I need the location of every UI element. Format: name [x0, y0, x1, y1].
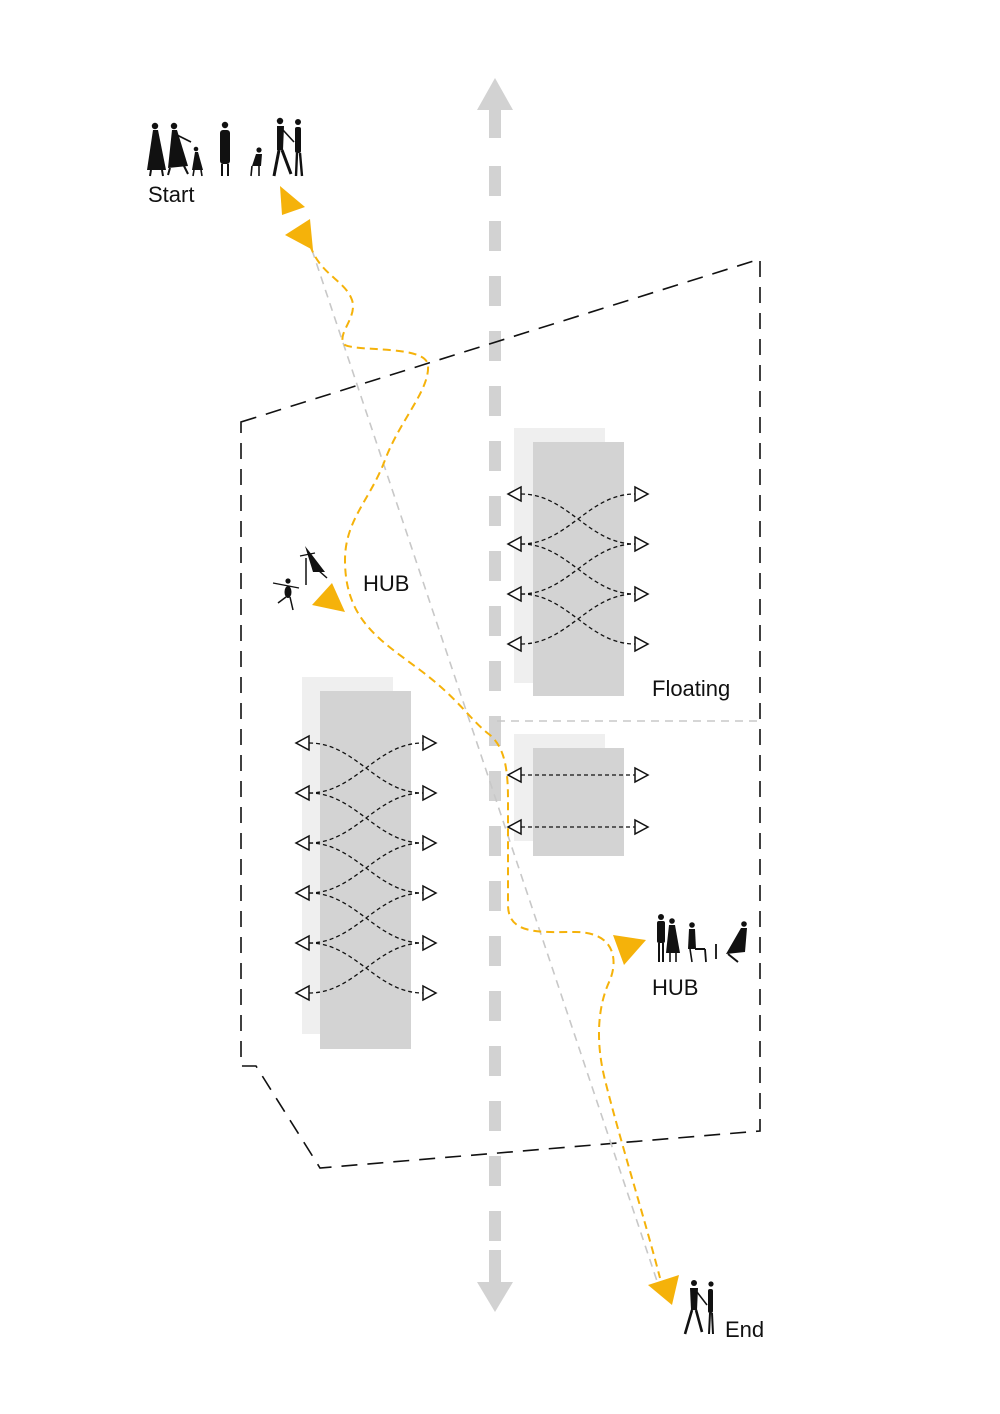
crossing-flow — [520, 493, 636, 545]
arrow-right-icon — [422, 834, 438, 852]
block-upper-right — [514, 428, 624, 696]
hub-lower-triangle-icon — [613, 935, 646, 965]
block-lower-right — [514, 734, 624, 856]
end-triangle-icon — [648, 1275, 679, 1305]
crossing-flow — [308, 942, 424, 994]
playing-children-icon — [272, 546, 328, 611]
path-markers — [280, 186, 679, 1305]
sightline — [311, 249, 661, 1291]
start-triangle-up-icon — [280, 186, 305, 215]
arrow-right-icon — [422, 884, 438, 902]
label-floating: Floating — [652, 676, 731, 701]
label-hub-upper: HUB — [363, 571, 410, 596]
crossing-flow — [308, 792, 424, 844]
arrow-right-icon — [422, 784, 438, 802]
arrow-right-icon — [422, 984, 438, 1002]
arrow-right-icon — [634, 485, 650, 503]
arrow-right-icon — [634, 818, 650, 836]
crossing-flow — [308, 842, 424, 894]
crossing-flow — [308, 892, 424, 944]
hub-upper-triangle-icon — [312, 583, 345, 612]
arrow-right-icon — [634, 585, 650, 603]
axis-arrowhead-bottom-icon — [477, 1282, 513, 1312]
visitor-path — [309, 244, 661, 1279]
site-boundary — [240, 257, 761, 1169]
block-left — [302, 677, 411, 1049]
people-group-icon — [147, 117, 304, 177]
arrow-right-icon — [422, 734, 438, 752]
people-resting-icon — [657, 914, 747, 963]
block-upper-right-flows — [506, 485, 650, 653]
block-lower-right-flows — [506, 766, 650, 836]
crossing-flow — [520, 543, 636, 595]
label-start: Start — [148, 182, 195, 207]
central-axis — [477, 78, 513, 1312]
start-triangle-down-icon — [285, 219, 313, 250]
label-end: End — [725, 1317, 765, 1342]
crossing-flow — [520, 593, 636, 645]
label-hub-lower: HUB — [652, 975, 699, 1000]
crossing-flows — [294, 485, 650, 1002]
arrow-right-icon — [634, 535, 650, 553]
crossing-flow — [308, 742, 424, 794]
block-left-flows — [294, 734, 438, 1002]
axis-arrowhead-top-icon — [477, 78, 513, 110]
arrow-right-icon — [422, 934, 438, 952]
arrow-right-icon — [634, 635, 650, 653]
couple-walking-icon — [683, 1280, 714, 1335]
arrow-right-icon — [634, 766, 650, 784]
